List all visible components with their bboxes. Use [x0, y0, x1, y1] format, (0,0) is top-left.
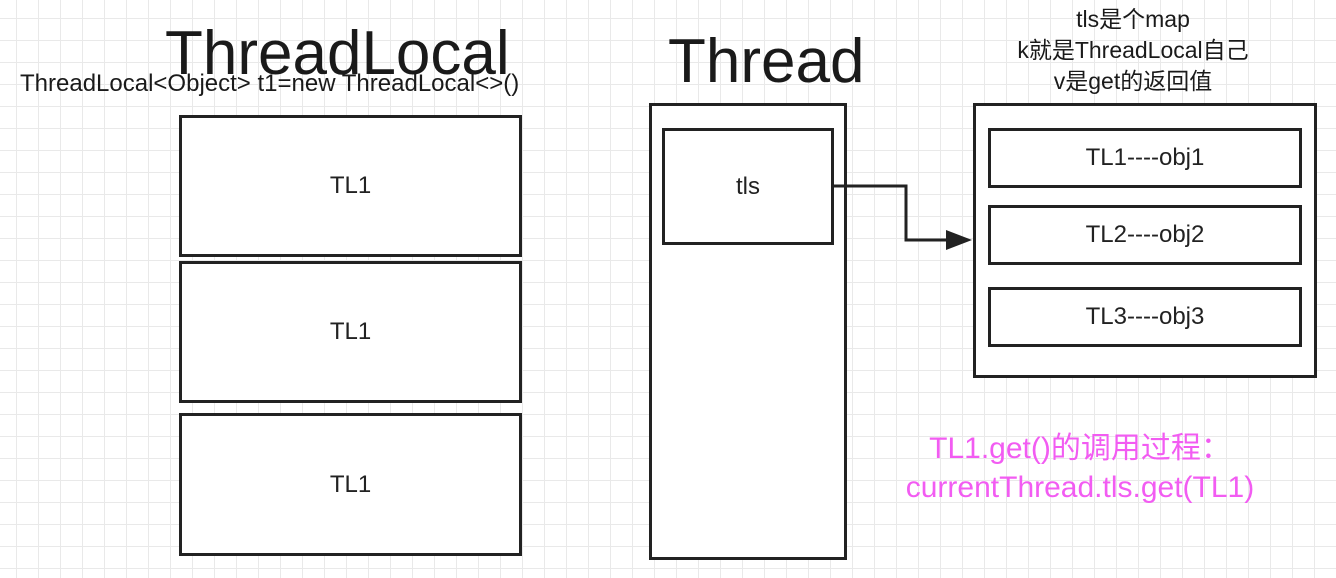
map-caption-line-2: k就是ThreadLocal自己 [1017, 37, 1249, 63]
arrow-line [834, 184, 948, 242]
threadlocal-box-2-label: TL1 [329, 318, 372, 345]
threadlocal-declaration: ThreadLocal<Object> t1=new ThreadLocal<>… [20, 70, 520, 97]
map-entry-2: TL2----obj2 [988, 205, 1302, 265]
map-entry-3: TL3----obj3 [988, 287, 1302, 347]
map-caption-line-1: tls是个map [1076, 6, 1190, 32]
map-entry-3-label: TL3----obj3 [1085, 303, 1205, 330]
thread-title: Thread [668, 27, 865, 96]
map-entry-1: TL1----obj1 [988, 128, 1302, 188]
threadlocal-title: ThreadLocal [165, 19, 510, 88]
tls-field-label: tls [736, 172, 760, 200]
note-line-1: TL1.get()的调用过程： [929, 432, 1231, 465]
map-caption: tls是个map k就是ThreadLocal自己 v是get的返回值 [968, 4, 1298, 97]
threadlocal-box-3: TL1 [179, 413, 522, 556]
threadlocal-box-2: TL1 [179, 261, 522, 403]
note-line-2: currentThread.tls.get(TL1) [905, 471, 1255, 504]
threadlocal-box-1: TL1 [179, 115, 522, 257]
threadlocal-box-3-label: TL1 [329, 470, 372, 498]
tls-field-box: tls [662, 128, 834, 245]
map-caption-line-3: v是get的返回值 [1053, 68, 1213, 94]
map-entry-1-label: TL1----obj1 [1085, 144, 1205, 171]
map-entry-2-label: TL2----obj2 [1085, 221, 1205, 248]
threadlocal-box-1-label: TL1 [329, 172, 372, 199]
arrowhead [946, 230, 972, 250]
